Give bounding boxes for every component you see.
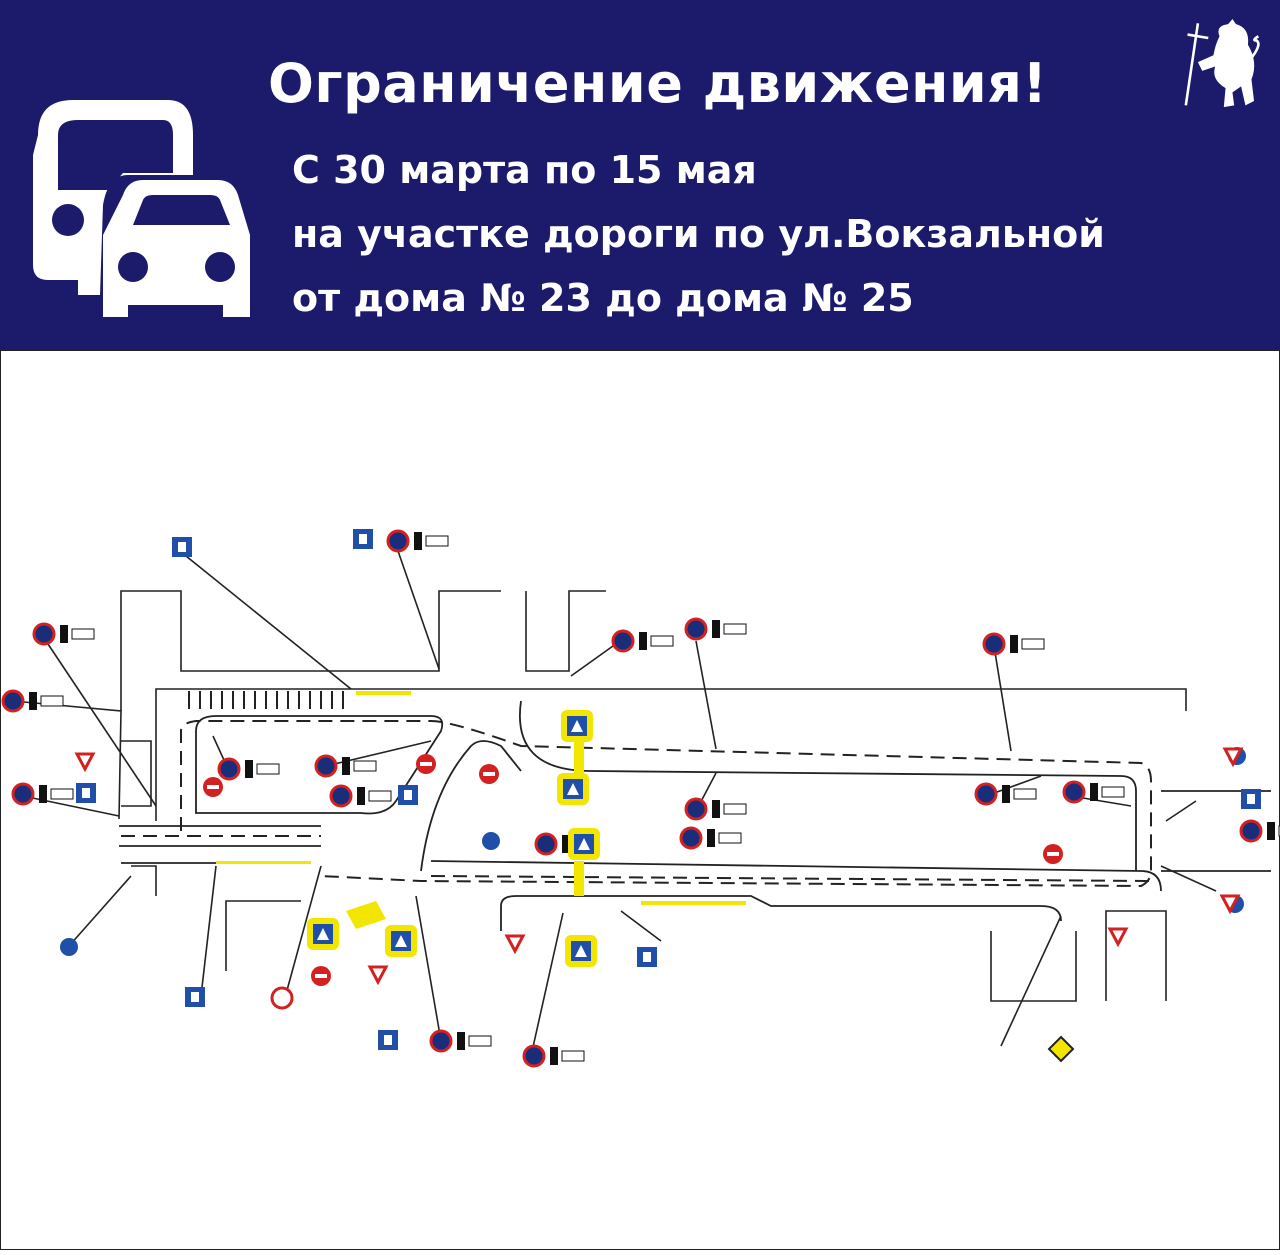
leader-line xyxy=(68,875,132,947)
sign-plate-icon xyxy=(1002,785,1037,803)
leader-line xyxy=(397,550,440,670)
sign-plate-icon xyxy=(707,829,742,847)
sign-plate-icon xyxy=(245,760,280,778)
sign-plate-icon xyxy=(1090,783,1125,801)
no-stopping-sign-icon xyxy=(522,1044,585,1068)
yellow-markings xyxy=(216,691,746,929)
city-crest-lion-icon xyxy=(1184,19,1260,108)
yield-sign-icon xyxy=(74,752,96,773)
house-range-text: от дома № 23 до дома № 25 xyxy=(292,276,914,320)
yield-sign-icon xyxy=(1107,927,1129,948)
no-stopping-sign-icon xyxy=(1062,780,1125,804)
pedestrian-crossing-sign-icon xyxy=(561,710,593,742)
information-sign-icon xyxy=(172,537,192,557)
keep-direction-sign-icon xyxy=(60,938,78,956)
no-stopping-sign-icon xyxy=(429,1029,492,1053)
sign-plate-icon xyxy=(29,692,64,710)
traffic-scheme-map xyxy=(0,350,1280,1250)
sign-plate-icon xyxy=(60,625,95,643)
sign-plate-icon xyxy=(414,532,449,550)
leader-line xyxy=(185,555,352,690)
information-sign-icon xyxy=(637,947,657,967)
leader-line xyxy=(415,895,442,1042)
pedestrian-crossing-sign-icon xyxy=(385,925,417,957)
no-stopping-sign-icon xyxy=(386,529,449,553)
sign-plate-icon xyxy=(550,1047,585,1065)
leader-line xyxy=(1000,915,1062,1047)
no-stopping-sign-icon xyxy=(684,797,747,821)
sign-plate-icon xyxy=(457,1032,492,1050)
yield-sign-icon xyxy=(1222,747,1244,768)
no-stopping-sign-icon xyxy=(679,826,742,850)
header-banner: Ограничение движения! С 30 марта по 15 м… xyxy=(0,0,1280,350)
leader-line xyxy=(200,865,217,997)
yield-sign-icon xyxy=(504,934,526,955)
no-entry-sign-icon xyxy=(311,966,331,986)
yield-sign-icon xyxy=(367,965,389,986)
date-range-text: С 30 марта по 15 мая xyxy=(292,148,757,192)
sign-plate-icon xyxy=(1267,822,1280,840)
pedestrian-crossing-sign-icon xyxy=(557,773,589,805)
road-section-text: на участке дороги по ул.Вокзальной xyxy=(292,212,1105,256)
no-entry-sign-icon xyxy=(416,754,436,774)
no-entry-sign-icon xyxy=(203,777,223,797)
information-sign-icon xyxy=(398,785,418,805)
no-stopping-sign-icon xyxy=(32,622,95,646)
leader-line xyxy=(570,645,614,677)
no-left-turn-sign-icon xyxy=(270,986,294,1010)
no-stopping-sign-icon xyxy=(11,782,74,806)
leader-line xyxy=(530,912,564,1057)
leader-line xyxy=(620,910,662,942)
no-stopping-sign-icon xyxy=(974,782,1037,806)
leader-line xyxy=(1165,800,1197,822)
sign-plate-icon xyxy=(712,620,747,638)
pedestrian-crossing-sign-icon xyxy=(565,935,597,967)
pedestrian-crossing-sign-icon xyxy=(568,828,600,860)
road-layout-diagram xyxy=(1,529,1280,1068)
information-sign-icon xyxy=(76,783,96,803)
sign-plate-icon xyxy=(1010,635,1045,653)
sign-plate-icon xyxy=(712,800,747,818)
no-entry-sign-icon xyxy=(479,764,499,784)
no-entry-sign-icon xyxy=(1043,844,1063,864)
road-signs xyxy=(1,529,1280,1068)
no-stopping-sign-icon xyxy=(684,617,747,641)
cars-icon xyxy=(33,100,250,317)
no-stopping-sign-icon xyxy=(329,784,392,808)
leader-line xyxy=(325,740,432,767)
no-stopping-sign-icon xyxy=(1239,819,1280,843)
pedestrian-crossing-sign-icon xyxy=(307,918,339,950)
sign-plate-icon xyxy=(39,785,74,803)
leader-line xyxy=(45,640,157,807)
no-stopping-sign-icon xyxy=(1,689,64,713)
leader-line xyxy=(695,640,717,750)
keep-direction-sign-icon xyxy=(482,832,500,850)
sign-plate-icon xyxy=(342,757,377,775)
lane-markings xyxy=(121,720,1152,888)
information-sign-icon xyxy=(1241,789,1261,809)
parking-stalls xyxy=(188,691,344,709)
leader-line xyxy=(285,865,322,995)
information-sign-icon xyxy=(185,987,205,1007)
information-sign-icon xyxy=(378,1030,398,1050)
yield-sign-icon xyxy=(1219,894,1241,915)
leader-line xyxy=(993,645,1012,752)
no-stopping-sign-icon xyxy=(314,754,377,778)
information-sign-icon xyxy=(353,529,373,549)
no-stopping-sign-icon xyxy=(982,632,1045,656)
leader-line xyxy=(1160,865,1217,892)
sign-plate-icon xyxy=(357,787,392,805)
no-stopping-sign-icon xyxy=(611,629,674,653)
no-stopping-sign-icon xyxy=(217,757,280,781)
sign-leader-lines xyxy=(12,550,1217,1057)
main-road-sign-icon xyxy=(1047,1035,1075,1063)
page-title: Ограничение движения! xyxy=(268,52,1048,115)
sign-plate-icon xyxy=(639,632,674,650)
